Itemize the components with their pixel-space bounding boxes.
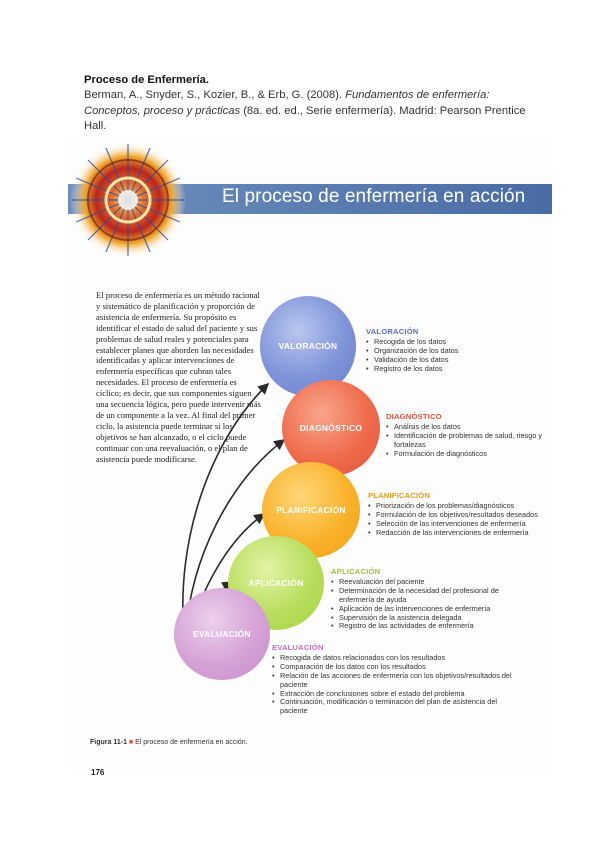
figure-caption-text: El proceso de enfermería en acción. (135, 739, 248, 746)
banner-title: El proceso de enfermería en acción (222, 186, 526, 207)
step-item: Extracción de conclusiones sobre el esta… (272, 689, 522, 699)
step-item: Organización de los datos (366, 346, 536, 356)
figure-caption: Figura 11-1 ■ El proceso de enfermería e… (90, 739, 248, 746)
step-evaluacion: EVALUACIÓN Recogida de datos relacionado… (272, 643, 522, 716)
citation-authors: Berman, A., Snyder, S., Kozier, B., & Er… (84, 89, 346, 102)
step-item: Aplicación de las intervenciones de enfe… (331, 604, 531, 614)
step-item: Reevaluación del paciente (331, 577, 531, 587)
step-item: Identificación de problemas de salud, ri… (386, 431, 546, 450)
step-heading: VALORACIÓN (366, 327, 419, 336)
step-planificacion: PLANIFICACIÓN Priorización de los proble… (368, 491, 546, 538)
page-number: 176 (91, 768, 105, 777)
intro-paragraph: El proceso de enfermería es un método ra… (96, 290, 261, 464)
step-items: Recogida de los datos Organización de lo… (366, 337, 536, 374)
step-item: Recogida de datos relacionados con los r… (272, 653, 522, 663)
step-item: Selección de las intervenciones de enfer… (368, 519, 546, 529)
citation-reference: Berman, A., Snyder, S., Kozier, B., & Er… (84, 88, 544, 134)
step-items: Priorización de los problemas/diagnóstic… (368, 501, 546, 538)
kaleidoscope-image (70, 142, 186, 258)
step-item: Supervisión de la asistencia delegada (331, 613, 531, 623)
step-valoracion: VALORACIÓN Recogida de los datos Organiz… (366, 327, 536, 374)
step-heading: DIAGNÓSTICO (386, 412, 442, 421)
circle-valoracion: VALORACIÓN (260, 296, 356, 396)
step-item: Análisis de los datos (386, 422, 546, 432)
square-bullet-icon: ■ (128, 739, 134, 746)
step-heading: PLANIFICACIÓN (368, 491, 431, 500)
step-item: Registro de las actividades de enfermerí… (331, 622, 531, 632)
step-item: Formulación de diagnósticos (386, 449, 546, 459)
step-item: Validación de los datos (366, 355, 536, 365)
step-heading: EVALUACIÓN (272, 643, 324, 652)
step-items: Reevaluación del paciente Determinación … (331, 577, 531, 632)
step-diagnostico: DIAGNÓSTICO Análisis de los datos Identi… (386, 412, 546, 459)
step-items: Análisis de los datos Identificación de … (386, 422, 546, 459)
circle-diagnostico: DIAGNÓSTICO (282, 380, 380, 476)
citation: Proceso de Enfermería. Berman, A., Snyde… (84, 73, 544, 135)
step-item: Redacción de las intervenciones de enfer… (368, 528, 546, 538)
step-item: Determinación de la necesidad del profes… (331, 586, 531, 605)
step-item: Recogida de los datos (366, 337, 536, 347)
step-item: Comparación de los datos con los resulta… (272, 662, 522, 672)
step-item: Registro de los datos (366, 364, 536, 374)
step-aplicacion: APLICACIÓN Reevaluación del paciente Det… (331, 567, 531, 632)
citation-publication: (8a. ed. ed., Serie enfermería). Madrid:… (84, 104, 526, 133)
citation-book-title: Fundamentos de enfermería: Conceptos, pr… (84, 89, 490, 117)
step-heading: APLICACIÓN (331, 567, 381, 576)
figure-number: Figura 11-1 (90, 739, 127, 746)
step-items: Recogida de datos relacionados con los r… (272, 653, 522, 716)
citation-title: Proceso de Enfermería. (84, 74, 209, 86)
step-item: Formulación de los objetivos/resultados … (368, 510, 546, 520)
step-item: Priorización de los problemas/diagnóstic… (368, 501, 546, 511)
circle-evaluacion: EVALUACIÓN (174, 588, 270, 680)
step-item: Relación de las acciones de enfermería c… (272, 671, 522, 690)
step-item: Continuación, modificación o terminación… (272, 698, 522, 716)
